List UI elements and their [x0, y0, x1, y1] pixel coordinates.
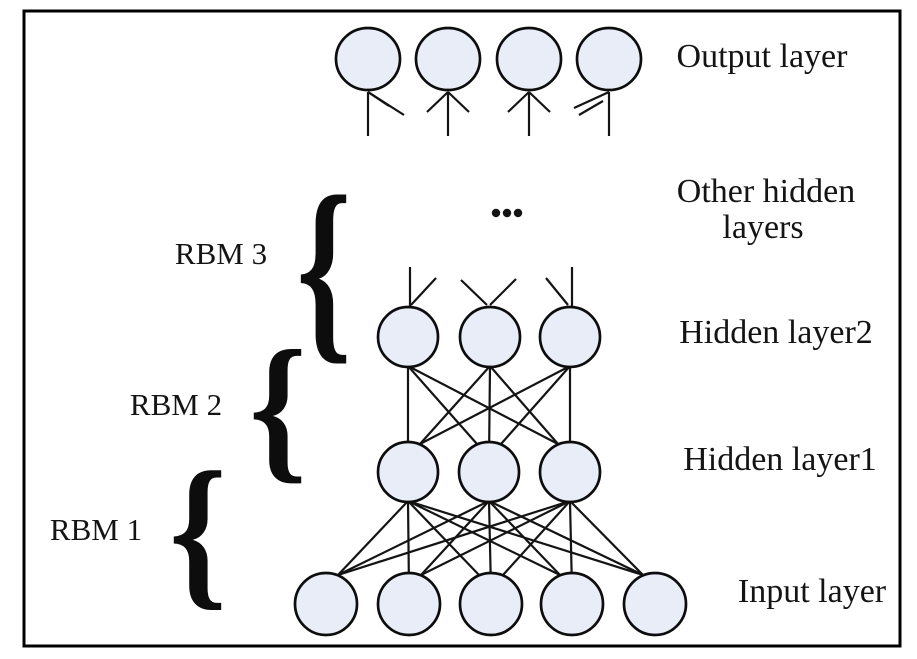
output-arrow-line	[507, 91, 530, 113]
connection-line	[488, 365, 492, 445]
rbm-braces: {{{	[169, 154, 352, 624]
text-labels: Output layer Other hidden layers Hidden …	[50, 38, 887, 610]
input-neuron-node	[376, 571, 442, 637]
output-arrow-line	[447, 91, 470, 113]
hidden2-neuron-node	[458, 305, 522, 369]
connection-line	[568, 500, 573, 576]
connection-edges	[337, 365, 644, 577]
hidden-layer2-label: Hidden layer2	[679, 314, 873, 351]
connection-line	[487, 500, 492, 576]
input-neuron-node	[458, 571, 524, 637]
rbm-2-label: RBM 2	[130, 387, 222, 422]
output-arrow-line	[578, 100, 604, 116]
ellipsis-dot	[502, 208, 512, 218]
connection-line	[407, 500, 561, 576]
rbm-1-label: RBM 1	[50, 512, 142, 547]
hidden2-arrow-line	[460, 279, 488, 306]
connection-line	[337, 499, 571, 577]
hidden2-neuron-node	[538, 305, 602, 369]
ellipsis-dot	[491, 208, 501, 218]
rbm2-brace: {	[249, 318, 307, 497]
figure-frame	[22, 9, 902, 648]
output-neuron-node	[495, 26, 563, 92]
input-neuron-node	[622, 571, 688, 637]
arrow-marks	[366, 90, 611, 306]
connection-line	[406, 500, 410, 576]
output-arrow-line	[528, 91, 551, 113]
other-hidden-layers-label-line1: Other hidden	[677, 173, 855, 210]
hidden1-neuron-node	[457, 440, 521, 504]
hidden-layer1-label: Hidden layer1	[683, 441, 877, 478]
connection-line	[419, 365, 491, 445]
hidden2-neuron-node	[376, 305, 440, 369]
connection-line	[337, 500, 490, 576]
connection-line	[502, 500, 571, 576]
connection-line	[407, 365, 478, 445]
connection-line	[569, 500, 644, 576]
connection-line	[500, 365, 571, 445]
output-neuron-node	[575, 26, 643, 92]
hidden1-neuron-node	[376, 440, 440, 504]
connection-line	[337, 500, 409, 576]
connection-line	[419, 365, 571, 445]
hidden1-neuron-node	[538, 440, 602, 504]
connection-line	[420, 500, 571, 576]
input-neuron-node	[539, 571, 605, 637]
output-arrow-line	[426, 91, 449, 113]
output-arrow-line	[367, 91, 390, 107]
neuron-nodes	[293, 26, 688, 637]
connection-line	[407, 365, 559, 445]
hidden2-arrow-line	[489, 278, 517, 306]
output-neuron-node	[414, 26, 482, 92]
input-layer-label: Input layer	[738, 573, 887, 610]
connection-line	[407, 500, 480, 576]
rbm-3-label: RBM 3	[175, 236, 267, 271]
hidden2-arrow-line	[410, 277, 437, 306]
rbm3-brace: {	[296, 154, 351, 380]
ellipsis-dots	[491, 208, 523, 218]
rbm1-brace: {	[169, 438, 227, 625]
input-neuron-node	[293, 571, 359, 637]
connection-line	[488, 500, 561, 576]
other-hidden-layers-label-line2: layers	[722, 209, 803, 246]
output-neuron-node	[334, 26, 402, 92]
output-arrow-line	[573, 90, 610, 110]
connection-line	[489, 365, 559, 445]
connection-line	[488, 500, 644, 576]
output-layer-label: Output layer	[677, 38, 849, 75]
ellipsis-dot	[513, 208, 523, 218]
hidden2-arrow-line	[545, 277, 569, 306]
